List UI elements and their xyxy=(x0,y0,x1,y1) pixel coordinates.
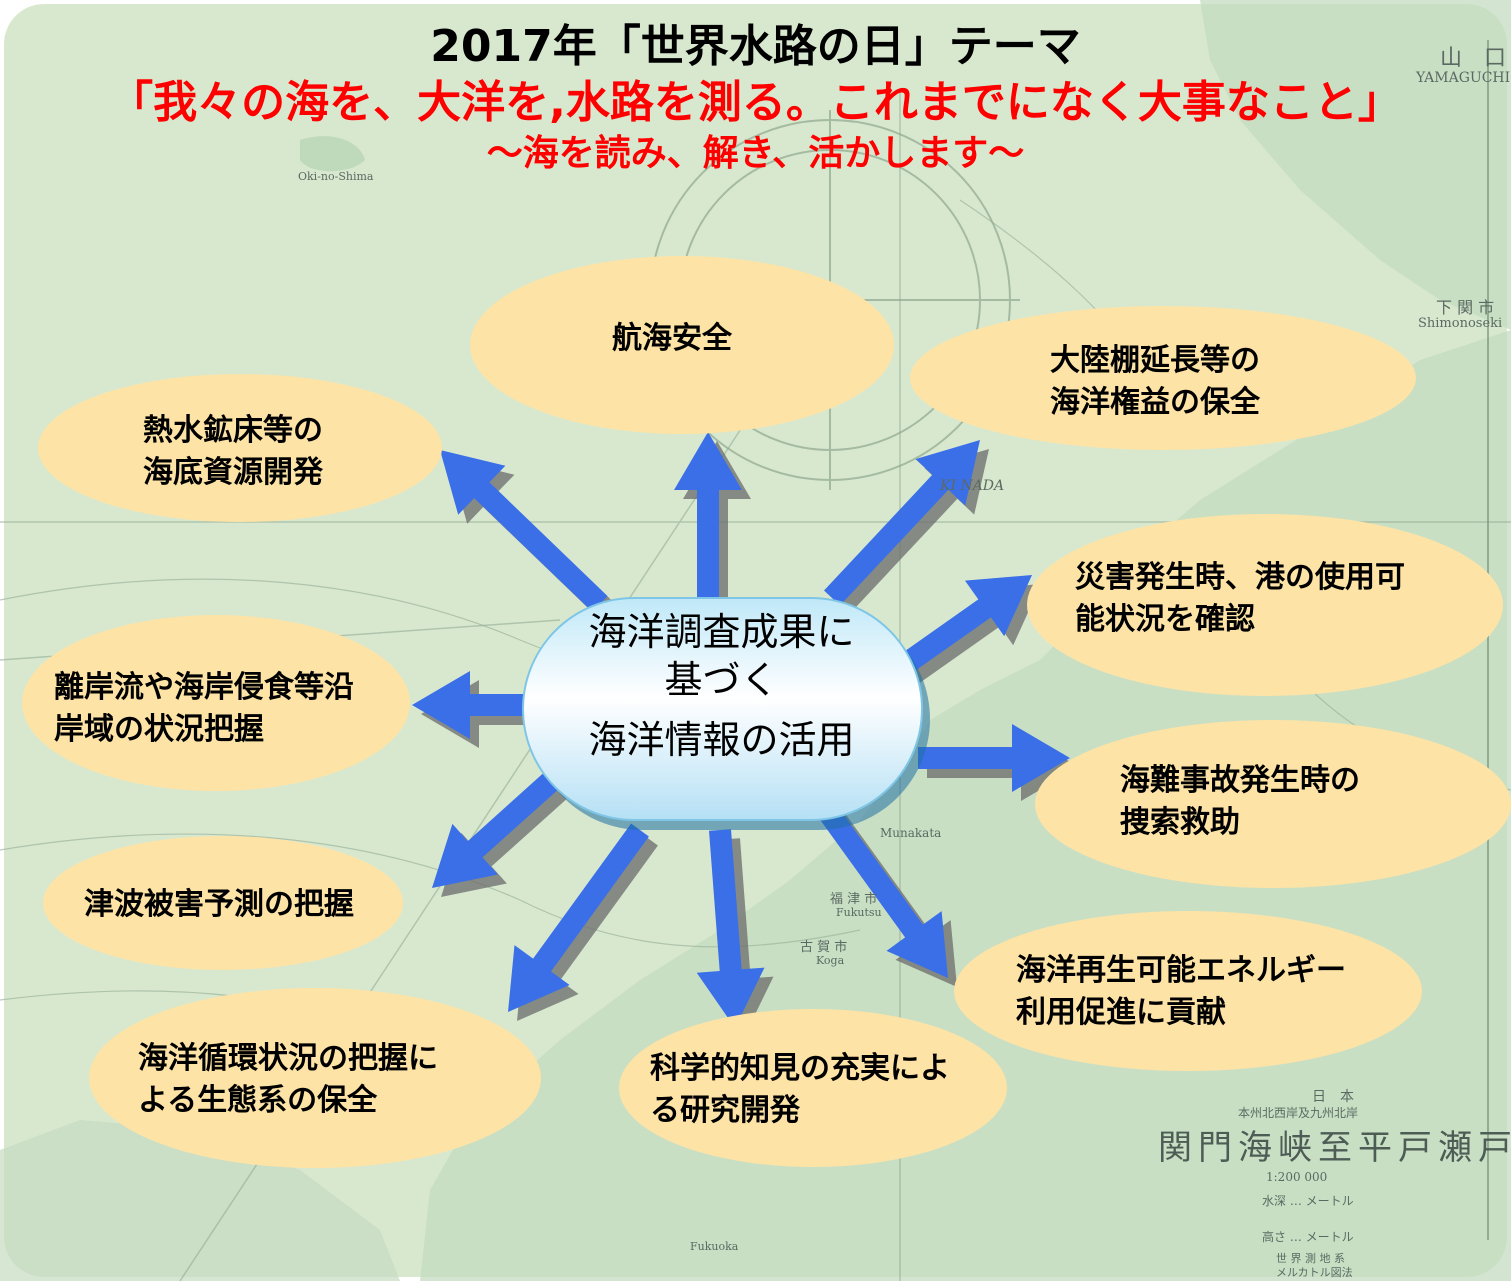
place-label-shimonoseki: 下 関 市 xyxy=(1436,298,1495,317)
node-coastal-monitoring: 離岸流や海岸侵食等沿 岸域の状況把握 xyxy=(54,667,354,751)
arrow-port-disaster xyxy=(893,575,1032,677)
node-ecosystem-line-1: 海洋循環状況の把握に xyxy=(138,1041,438,1076)
node-coastal-monitoring-line-2: 岸域の状況把握 xyxy=(54,712,264,747)
island-small xyxy=(300,136,365,172)
node-tsunami-prediction-line-1: 津波被害予測の把握 xyxy=(84,887,354,922)
chart-title: 関門海峡至平戸瀬戸 xyxy=(1158,1128,1511,1168)
node-research-line-1: 科学的知見の充実によ xyxy=(650,1051,950,1086)
place-label-munakata: Munakata xyxy=(880,826,942,840)
center-label-line-2: 基づく xyxy=(664,658,779,702)
place-label-yamaguchi-en: YAMAGUCHI xyxy=(1416,70,1511,86)
node-ellipse-coastal-monitoring xyxy=(22,615,410,791)
chart-projection: メルカトル図法 xyxy=(1276,1266,1353,1279)
node-ellipse-renewable-energy xyxy=(954,911,1422,1071)
node-ellipse-navigation-safety xyxy=(470,256,894,434)
arrow-continental-shelf xyxy=(824,440,980,606)
node-ellipse-continental-shelf xyxy=(910,306,1416,450)
node-ecosystem: 海洋循環状況の把握に よる生態系の保全 xyxy=(138,1038,438,1122)
island-west xyxy=(0,1120,400,1281)
node-research-line-2: る研究開発 xyxy=(650,1093,800,1128)
center-pill xyxy=(522,597,923,821)
arrow-search-rescue xyxy=(918,724,1070,792)
node-port-disaster-line-1: 災害発生時、港の使用可 xyxy=(1075,560,1405,595)
node-coastal-monitoring-line-1: 離岸流や海岸侵食等沿 xyxy=(54,670,354,705)
arrow-renewable-energy xyxy=(819,805,948,978)
arrow-ecosystem xyxy=(508,823,649,1012)
honshu-landmass xyxy=(1200,0,1511,330)
node-port-disaster-line-2: 能状況を確認 xyxy=(1075,602,1255,637)
arrow-tsunami-prediction xyxy=(432,773,558,888)
title-line-1: 2017年「世界水路の日」テーマ xyxy=(430,21,1081,72)
arrow-navigation-safety xyxy=(674,432,742,600)
node-research: 科学的知見の充実によ る研究開発 xyxy=(650,1048,950,1132)
node-search-rescue: 海難事故発生時の 捜索救助 xyxy=(1120,760,1360,844)
place-label-oshima: Oki-no-Shima xyxy=(298,170,374,183)
title-line-2: 「我々の海を、大洋を,水路を測る。これまでになく大事なこと」 xyxy=(109,77,1402,128)
node-ecosystem-line-2: よる生態系の保全 xyxy=(138,1083,378,1118)
node-ellipse-seabed-resources xyxy=(38,374,442,522)
node-renewable-energy: 海洋再生可能エネルギー 利用促進に貢献 xyxy=(1016,950,1346,1034)
title-line-3: ～海を読み、解き、活かします～ xyxy=(486,133,1025,174)
node-ellipse-research xyxy=(619,1009,1007,1167)
node-continental-shelf-line-2: 海洋権益の保全 xyxy=(1050,385,1260,420)
node-search-rescue-line-1: 海難事故発生時の xyxy=(1120,763,1360,798)
arrow-research xyxy=(696,829,765,1028)
arrow-group xyxy=(412,432,1079,1037)
node-renewable-energy-line-1: 海洋再生可能エネルギー xyxy=(1016,953,1346,988)
center-label-line-1: 海洋調査成果に xyxy=(588,610,855,654)
chart-title-small: 本州北西岸及九州北岸 xyxy=(1238,1106,1359,1120)
chart-country: 日 本 xyxy=(1312,1089,1354,1105)
node-navigation-safety-line-1: 航海安全 xyxy=(612,321,732,356)
chart-height-label: 高さ … メートル xyxy=(1262,1230,1354,1244)
place-label-yamaguchi: 山 口 xyxy=(1440,46,1507,71)
arrow-coastal-monitoring xyxy=(412,671,524,739)
node-navigation-safety: 航海安全 xyxy=(612,318,732,360)
center-label: 海洋調査成果に 基づく 海洋情報の活用 xyxy=(523,608,920,764)
chart-depth-label: 水深 … メートル xyxy=(1262,1194,1354,1208)
node-ellipse-port-disaster xyxy=(1027,514,1503,696)
place-label-shimonoseki-en: Shimonoseki xyxy=(1418,316,1503,331)
node-seabed-resources: 熱水鉱床等の 海底資源開発 xyxy=(143,410,323,494)
node-ellipse-tsunami-prediction xyxy=(43,836,403,970)
node-continental-shelf-line-1: 大陸棚延長等の xyxy=(1050,343,1260,378)
place-label-koga: 古 賀 市 xyxy=(800,940,848,955)
chart-scale: 1:200 000 xyxy=(1266,1170,1328,1184)
node-ellipse-search-rescue xyxy=(1035,720,1511,888)
node-seabed-resources-line-1: 熱水鉱床等の xyxy=(143,413,323,448)
node-ellipse-ecosystem xyxy=(89,988,541,1168)
node-seabed-resources-line-2: 海底資源開発 xyxy=(143,455,323,490)
node-renewable-energy-line-2: 利用促進に貢献 xyxy=(1016,995,1226,1030)
arrow-seabed-resources xyxy=(440,450,608,612)
place-label-koga-en: Koga xyxy=(816,954,845,967)
node-search-rescue-line-2: 捜索救助 xyxy=(1120,805,1240,840)
chart-survey: 世 界 測 地 系 xyxy=(1276,1252,1345,1265)
center-label-line-3: 海洋情報の活用 xyxy=(588,718,855,762)
node-continental-shelf: 大陸棚延長等の 海洋権益の保全 xyxy=(1050,340,1260,424)
place-label-fukutsu: 福 津 市 xyxy=(830,892,878,907)
node-port-disaster: 災害発生時、港の使用可 能状況を確認 xyxy=(1075,557,1405,641)
place-label-nada: KI NADA xyxy=(940,478,1005,494)
place-label-fukutsu-en: Fukutsu xyxy=(836,906,882,919)
node-tsunami-prediction: 津波被害予測の把握 xyxy=(84,884,354,926)
place-label-fukuoka-en: Fukuoka xyxy=(690,1240,739,1253)
